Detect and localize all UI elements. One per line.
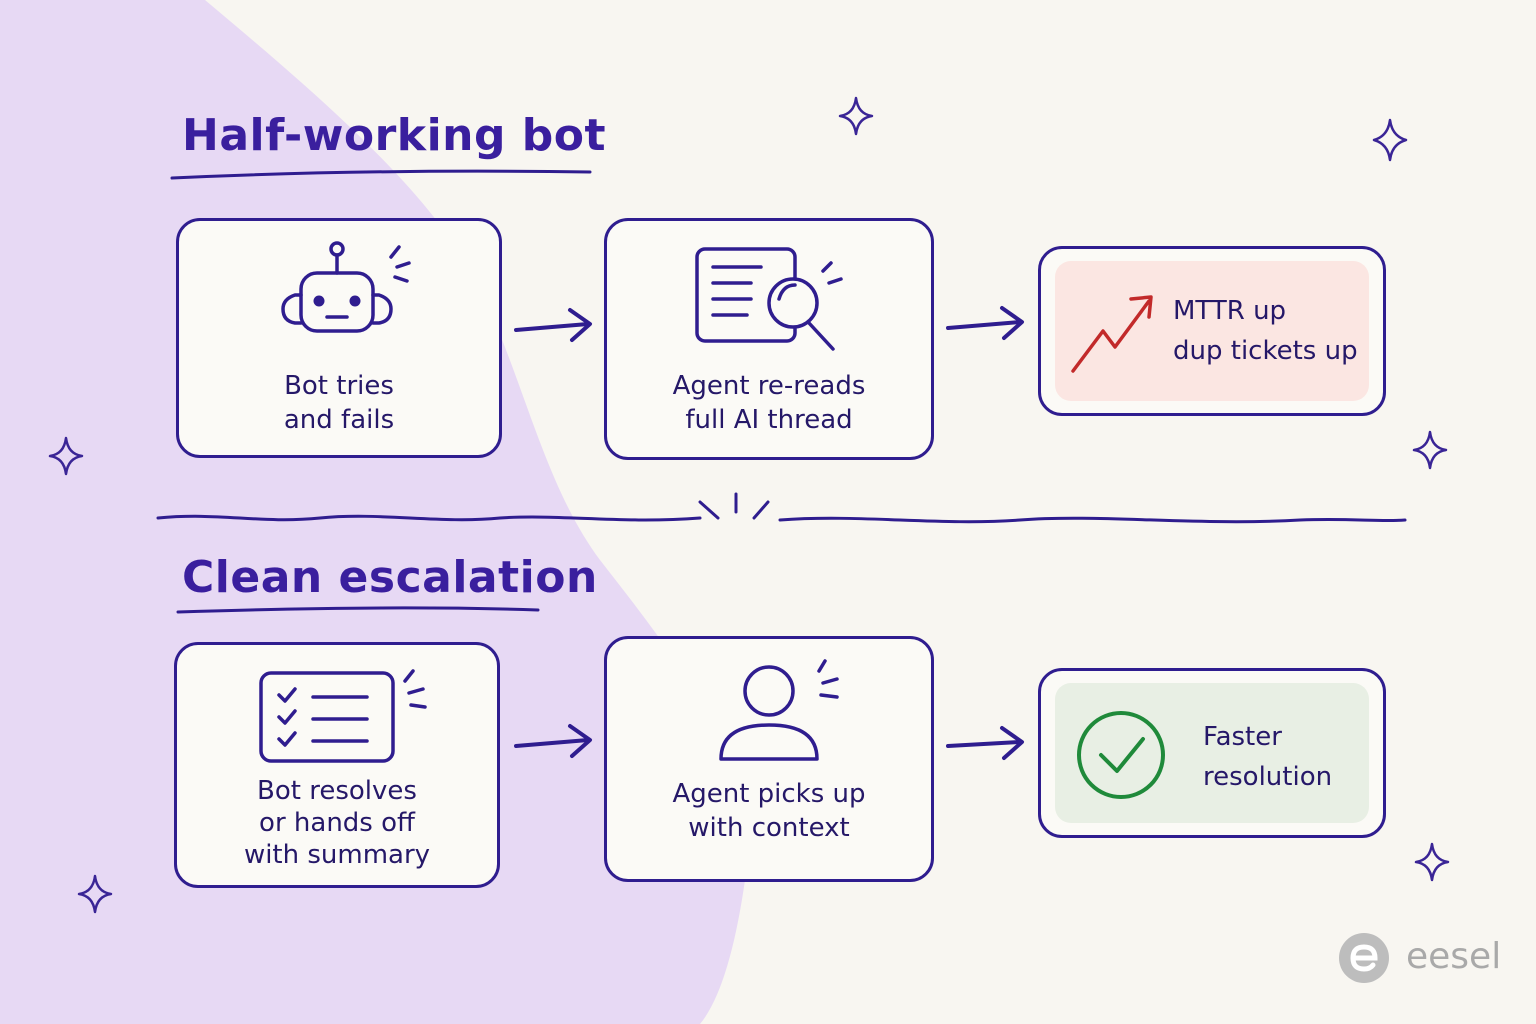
step-card-agent-picks-up: Agent picks up with context — [604, 636, 934, 882]
eesel-logo-icon — [1339, 933, 1389, 983]
result-highlight-positive — [1055, 683, 1369, 823]
step-text-bot-resolves: Bot resolves or hands off with summary — [243, 776, 431, 870]
person-icon — [719, 659, 839, 761]
arrow-right-icon — [514, 724, 592, 758]
title-underlines — [170, 169, 592, 614]
step-text-bot-tries: Bot tries and fails — [283, 371, 395, 435]
arrow-right-icon — [514, 308, 592, 342]
step-text-agent-rereads: Agent re-reads full AI thread — [672, 371, 866, 435]
arrow-right-icon — [946, 726, 1024, 760]
section-title-half-working-bot: Half-working bot — [182, 110, 607, 161]
divider-wavy-right — [778, 516, 1407, 524]
flow-arrows — [514, 306, 1024, 760]
section-title-clean-escalation: Clean escalation — [182, 552, 598, 603]
divider-wavy-left — [156, 514, 702, 522]
result-card-faster-resolution: Faster resolution — [1038, 668, 1386, 838]
result-card-mttr-up: MTTR up dup tickets up — [1038, 246, 1386, 416]
step-text-agent-picks-up: Agent picks up with context — [672, 779, 866, 843]
result-text-mttr-up: MTTR up dup tickets up — [1173, 296, 1358, 366]
eesel-logo: eesel — [1338, 930, 1508, 986]
robot-icon — [281, 241, 411, 333]
eesel-logo-text: eesel — [1406, 936, 1502, 977]
step-card-bot-resolves: Bot resolves or hands off with summary — [174, 642, 500, 888]
step-card-bot-tries: Bot tries and fails — [176, 218, 502, 458]
checkmark-circle-icon — [1077, 711, 1165, 799]
result-text-faster-resolution: Faster resolution — [1203, 722, 1333, 792]
document-search-icon — [695, 247, 843, 351]
result-highlight-negative — [1055, 261, 1369, 401]
sparkle-icons — [48, 96, 1450, 914]
trend-up-arrow-icon — [1071, 295, 1153, 373]
checklist-icon — [259, 669, 427, 763]
divider-burst-icon — [698, 492, 770, 520]
arrow-right-icon — [946, 306, 1024, 340]
step-card-agent-rereads: Agent re-reads full AI thread — [604, 218, 934, 460]
